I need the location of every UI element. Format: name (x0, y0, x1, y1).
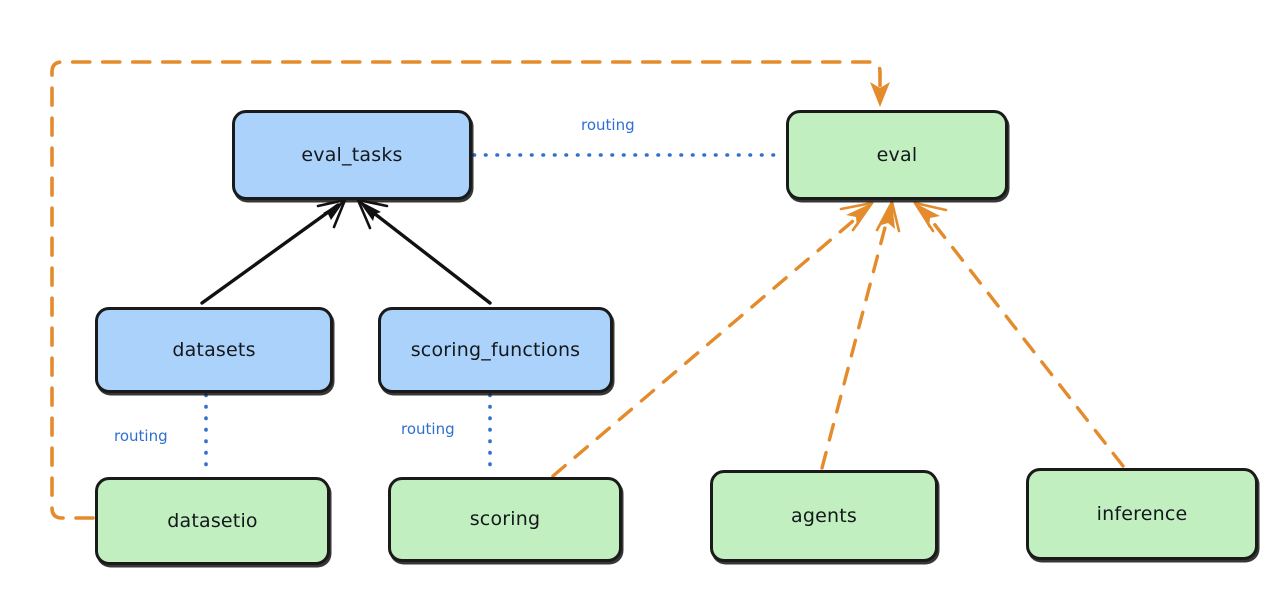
edge-datasets-to-eval-tasks (200, 198, 347, 305)
node-scoring-functions-label: scoring_functions (410, 338, 581, 361)
edge-agents-to-eval (820, 200, 901, 470)
node-inference-label: inference (1096, 502, 1188, 525)
edge-label-routing-eval-tasks-eval: routing (578, 116, 638, 134)
edge-scoring-functions-to-eval-tasks (356, 198, 492, 305)
node-eval-label: eval (876, 143, 918, 166)
node-inference[interactable]: inference (1026, 468, 1258, 560)
node-scoring[interactable]: scoring (388, 477, 622, 562)
node-scoring-functions[interactable]: scoring_functions (378, 307, 613, 393)
node-eval[interactable]: eval (786, 110, 1008, 200)
edge-label-routing-datasets-datasetio: routing (111, 427, 171, 445)
node-datasets[interactable]: datasets (95, 307, 333, 393)
node-eval-tasks[interactable]: eval_tasks (232, 110, 472, 200)
edge-label-routing-scoring-functions-scoring: routing (398, 420, 458, 438)
node-eval-tasks-label: eval_tasks (301, 143, 403, 166)
edge-datasetio-to-eval (50, 60, 890, 520)
node-scoring-label: scoring (469, 508, 541, 531)
node-datasetio[interactable]: datasetio (95, 477, 330, 565)
edge-inference-to-eval (913, 201, 1125, 468)
node-agents-label: agents (791, 504, 857, 527)
node-agents[interactable]: agents (710, 470, 938, 562)
node-datasets-label: datasets (172, 338, 256, 361)
node-datasetio-label: datasetio (167, 509, 258, 532)
edge-scoring-to-eval (551, 201, 874, 478)
